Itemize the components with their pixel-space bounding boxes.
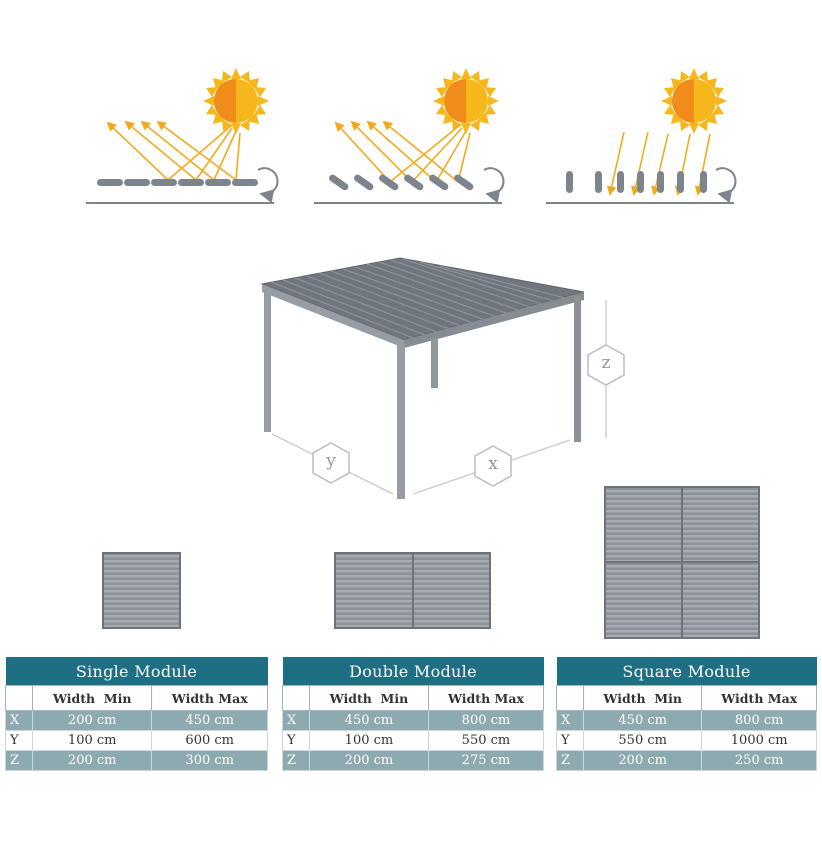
- column-header-max: Width Max: [427, 685, 545, 711]
- tilted-louver-diagram: [314, 68, 505, 204]
- single-module-panel: [102, 552, 181, 629]
- dimension-hexagon-z: [587, 344, 625, 386]
- column-header-min: Width Min: [309, 685, 429, 711]
- dimension-hexagon-x: [474, 445, 512, 487]
- column-header-min: Width Min: [582, 685, 703, 711]
- square-module-panel: [604, 486, 760, 639]
- table-title: Single Module: [5, 657, 268, 686]
- column-header-max: Width Max: [151, 685, 268, 711]
- dimension-label-x: x: [488, 454, 498, 474]
- louver-diagrams: [86, 68, 737, 204]
- table-title: Square Module: [556, 657, 817, 686]
- rotate-icon: [715, 167, 737, 204]
- sun-icon: [433, 68, 499, 134]
- double-module-panel: [334, 552, 491, 629]
- roof-louvers: [270, 258, 570, 339]
- sun-icon: [661, 68, 727, 134]
- closed-louver-diagram: [86, 68, 279, 204]
- sun-icon: [203, 68, 269, 134]
- dimension-label-z: z: [601, 353, 611, 373]
- module-panels: [102, 486, 760, 639]
- rotate-icon: [483, 167, 505, 204]
- table-title: Double Module: [282, 657, 544, 686]
- column-header-min: Width Min: [31, 685, 153, 711]
- rotate-icon: [257, 167, 279, 204]
- pergola-illustration: [260, 257, 625, 499]
- dimension-label-y: y: [326, 451, 336, 471]
- dimension-hexagon-y: [312, 442, 350, 484]
- column-header-max: Width Max: [701, 685, 817, 711]
- open-louver-diagram: [546, 68, 737, 204]
